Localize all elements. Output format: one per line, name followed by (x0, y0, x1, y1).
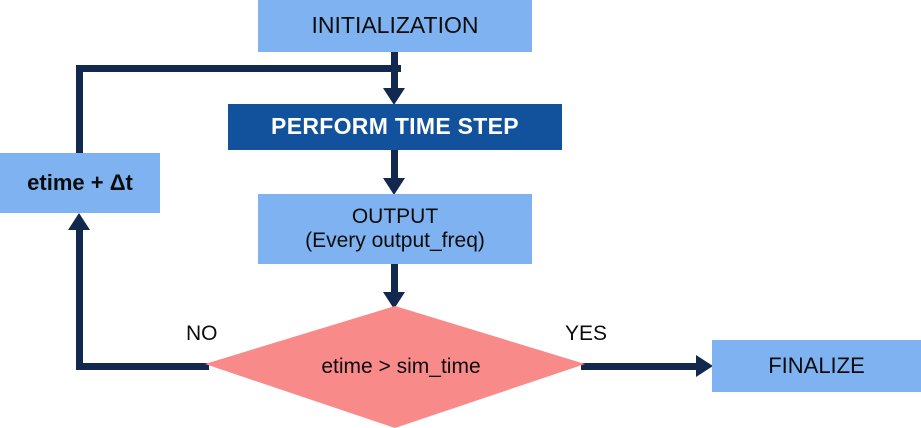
node-finalize-label: FINALIZE (768, 352, 865, 378)
decision-diamond-shape (205, 306, 585, 428)
node-output[interactable]: OUTPUT (Every output_freq) (258, 194, 532, 264)
connector-init-to-perform (391, 48, 398, 94)
node-decision-label: etime > sim_time (321, 355, 481, 378)
node-etime-increment-label: etime + Δt (27, 169, 133, 195)
connector-loop-top (76, 65, 401, 72)
arrow-init-to-perform (383, 88, 405, 105)
arrow-output-to-decision (383, 292, 405, 309)
connector-loop-riser (76, 65, 83, 157)
arrow-perform-to-output (383, 178, 405, 195)
connector-no-riser (76, 228, 83, 367)
node-output-label: OUTPUT (Every output_freq) (305, 205, 485, 252)
arrow-yes-to-finalize (696, 355, 713, 377)
node-decision[interactable]: etime > sim_time (205, 306, 585, 428)
node-perform-time-step[interactable]: PERFORM TIME STEP (228, 104, 562, 150)
node-etime-increment[interactable]: etime + Δt (0, 153, 160, 213)
node-initialization[interactable]: INITIALIZATION (258, 0, 532, 52)
connector-perform-to-output (391, 150, 398, 184)
connector-output-to-decision (391, 264, 398, 298)
node-finalize[interactable]: FINALIZE (712, 340, 921, 392)
arrow-no-to-etime (68, 213, 90, 230)
connector-yes-horizontal (581, 363, 699, 370)
connector-no-horizontal (76, 363, 209, 370)
node-initialization-label: INITIALIZATION (311, 12, 479, 39)
edge-label-yes: YES (565, 322, 608, 345)
node-perform-time-step-label: PERFORM TIME STEP (271, 113, 519, 140)
edge-label-no: NO (186, 322, 218, 345)
